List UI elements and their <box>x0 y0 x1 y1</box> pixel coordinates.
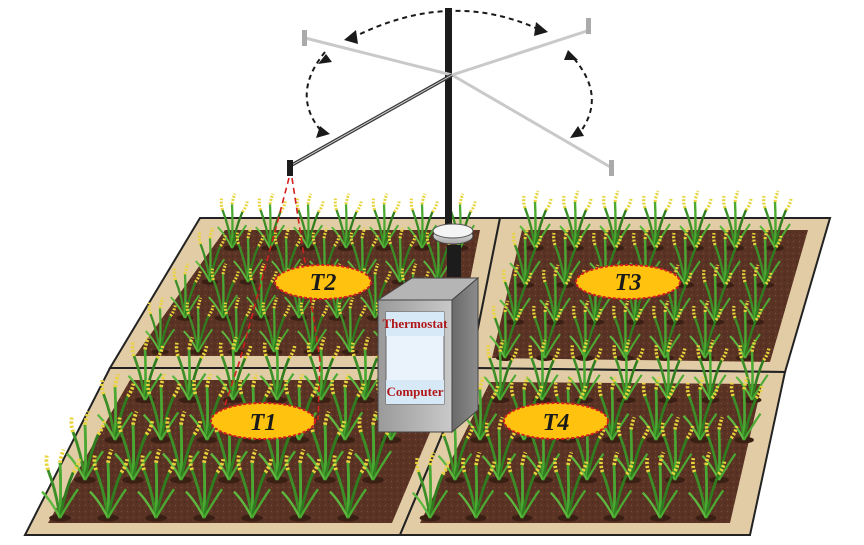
computer-label: Computer <box>386 384 443 399</box>
plot-label-t2-text: T2 <box>310 270 337 296</box>
plot-label-t4-text: T4 <box>543 410 570 436</box>
plot-label-t4: T4 <box>503 402 609 440</box>
arm-ghost-lower-right <box>451 73 613 170</box>
mast-pole <box>445 8 452 233</box>
heater-lamp-icon <box>287 18 614 176</box>
heating-cone <box>219 177 321 421</box>
control-box-side <box>451 276 479 434</box>
arm-ghost-upper-left <box>304 36 453 77</box>
plot-label-t3-text: T3 <box>615 270 642 296</box>
plot-label-t2: T2 <box>274 264 372 300</box>
arm-ghost-upper-right <box>451 28 591 77</box>
rotation-arrow-icon <box>305 9 593 136</box>
plot-label-t1: T1 <box>210 402 316 440</box>
mast-collar <box>447 245 461 277</box>
control-box: Thermostat Computer <box>376 276 480 434</box>
rotating-heater-arm-icon <box>219 8 614 421</box>
plot-labels: T2 T3 T1 T4 <box>210 264 681 440</box>
thermostat-label: Thermostat <box>383 316 449 331</box>
plot-label-t1-text: T1 <box>250 410 277 436</box>
plot-label-t3: T3 <box>575 264 681 300</box>
